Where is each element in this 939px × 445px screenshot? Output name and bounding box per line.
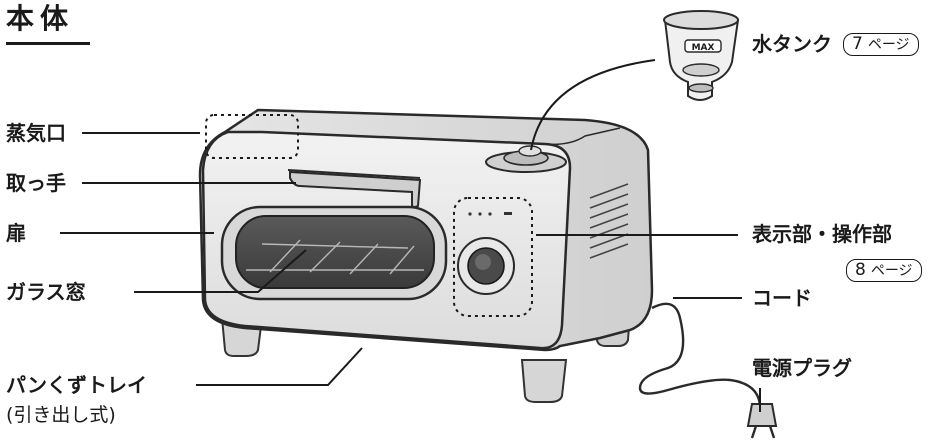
- label-water-tank: 水タンク: [752, 32, 832, 56]
- leader-lines: [60, 59, 761, 412]
- side-vents: [589, 183, 629, 259]
- water-tank: MAX: [663, 10, 740, 101]
- label-door: 扉: [6, 221, 26, 245]
- label-crumb-tray: パンくずトレイ: [6, 373, 147, 397]
- tank-socket: [485, 145, 567, 173]
- page-title: 本体: [6, 2, 75, 35]
- pageref-display-controls-number: 8: [855, 260, 866, 280]
- label-power-plug: 電源プラグ: [752, 356, 852, 380]
- door-handle: [287, 169, 422, 208]
- label-handle: 取っ手: [6, 171, 66, 195]
- pageref-water-tank-number: 7: [852, 34, 863, 54]
- power-cord: [638, 302, 762, 409]
- label-crumb-tray-note: (引き出し式): [6, 404, 116, 426]
- label-cord: コード: [752, 286, 812, 310]
- control-panel: [453, 197, 533, 317]
- label-display-controls: 表示部・操作部: [752, 222, 892, 246]
- door-window: [220, 205, 448, 301]
- pageref-display-controls-unit: ページ: [870, 263, 913, 279]
- title-underline: [6, 42, 90, 45]
- label-steam-port: 蒸気口: [6, 121, 66, 145]
- tank-badge: MAX: [692, 43, 715, 53]
- pageref-water-tank-unit: ページ: [867, 37, 910, 53]
- steam-vent-highlight: [205, 114, 299, 159]
- label-glass-window: ガラス窓: [6, 280, 86, 304]
- power-plug: [746, 403, 778, 439]
